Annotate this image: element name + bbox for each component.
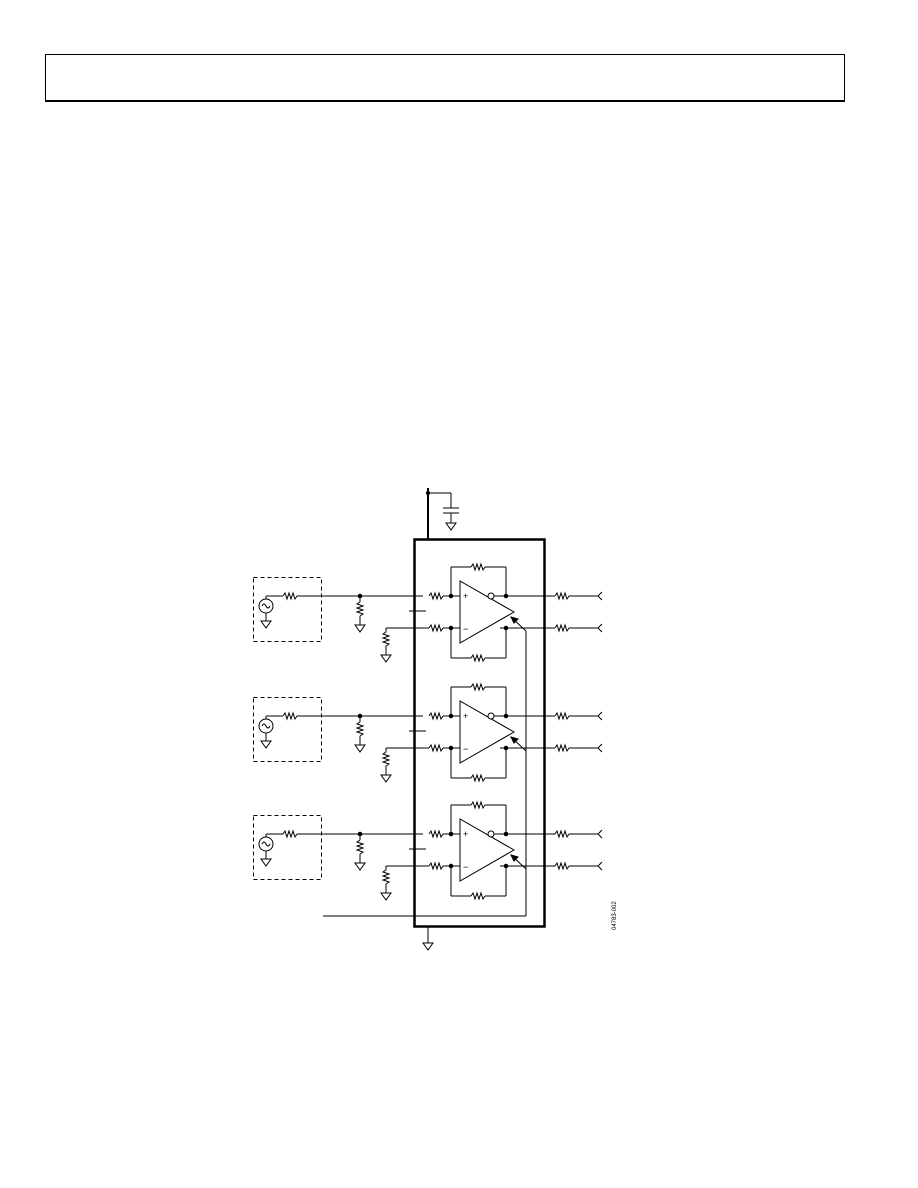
svg-text:−: − — [463, 744, 468, 754]
chip-ground — [422, 927, 434, 951]
chip-outline — [413, 538, 546, 928]
output-terminal-icon — [597, 743, 603, 753]
op-amp-icon — [459, 700, 516, 764]
output-terminal-icon — [597, 861, 603, 871]
supply-ground-icon — [445, 519, 457, 531]
amplifier-channel-2: + − — [253, 683, 603, 783]
source-box — [253, 577, 322, 642]
op-amp-icon — [459, 580, 516, 644]
output-terminal-icon — [597, 591, 603, 601]
op-amp-icon — [459, 818, 516, 882]
svg-text:+: + — [463, 829, 468, 839]
svg-text:−: − — [463, 862, 468, 872]
amplifier-channel-3: + − — [253, 801, 603, 901]
svg-text:−: − — [463, 624, 468, 634]
output-terminal-icon — [597, 623, 603, 633]
amplifier-channel-1: + − — [253, 563, 603, 663]
svg-text:+: + — [463, 591, 468, 601]
figure-id-code: 04783-002 — [612, 901, 618, 930]
output-terminal-icon — [597, 711, 603, 721]
supply-rail — [425, 488, 459, 540]
svg-text:+: + — [463, 711, 468, 721]
common-bus — [323, 631, 527, 917]
output-terminal-icon — [597, 829, 603, 839]
page-header-box — [45, 54, 845, 102]
